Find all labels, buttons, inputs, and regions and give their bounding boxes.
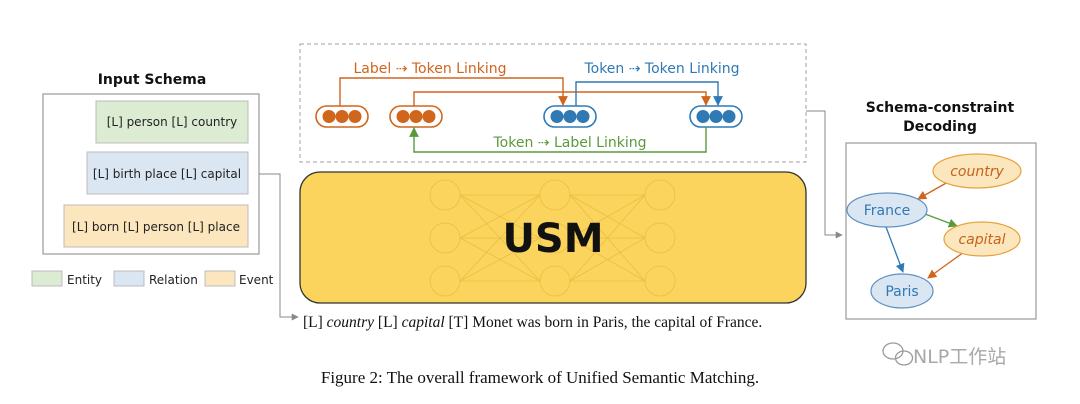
usm-model-name: USM (502, 216, 603, 262)
input-t-token: [T] (449, 314, 469, 331)
linking-panel (299, 43, 807, 163)
text-token-group-2 (689, 105, 743, 128)
decoding-title-line-2: Decoding (903, 119, 977, 135)
decoding-box (845, 142, 1037, 320)
panel-to-decoding-arrow (806, 110, 843, 239)
token-label-link-arrow (409, 127, 707, 153)
edge-country-france (917, 181, 949, 200)
schema-entity-label: [L] person [L] country (107, 115, 238, 129)
node-france-label: France (864, 203, 911, 219)
label-token-linking-text: Label ⇢ Token Linking (353, 61, 506, 77)
node-paris (870, 273, 934, 309)
label-token-link-arrow-2 (413, 91, 711, 106)
legend-event-label: Event (239, 273, 274, 287)
token-token-linking-text: Token ⇢ Token Linking (583, 61, 739, 77)
neural-net-watermark (429, 179, 676, 297)
text-token-group-1 (543, 105, 597, 128)
node-france (846, 192, 928, 228)
legend-relation-swatch (113, 270, 145, 287)
token-token-link-arrow (575, 81, 723, 106)
legend-entity-swatch (31, 270, 63, 287)
input-label-country: country (327, 314, 374, 331)
node-country-label: country (950, 164, 1004, 180)
decoding-title-line-1: Schema-constraint (866, 100, 1015, 116)
label-token-group-1 (315, 105, 369, 128)
node-country (932, 153, 1022, 189)
input-l-token-2: [L] (378, 314, 398, 331)
node-paris-label: Paris (885, 284, 918, 300)
watermark-text: NLP工作站 (913, 346, 1006, 368)
edge-capital-paris (927, 251, 965, 279)
schema-to-input-arrow (259, 173, 299, 321)
token-label-linking-text: Token ⇢ Label Linking (492, 135, 646, 151)
schema-event-box (63, 204, 249, 248)
input-schema-title: Input Schema (98, 72, 207, 88)
schema-entity-box (95, 100, 249, 144)
node-capital-label: capital (958, 232, 1005, 248)
label-token-group-2 (389, 105, 443, 128)
edge-france-paris (885, 226, 905, 273)
input-sentence: [L] country [L] capital [T] Monet was bo… (303, 314, 762, 331)
legend-entity-label: Entity (67, 273, 102, 287)
input-l-token-1: [L] (303, 314, 323, 331)
input-text-content: Monet was born in Paris, the capital of … (472, 314, 762, 331)
input-label-capital: capital (402, 314, 445, 331)
schema-relation-label: [L] birth place [L] capital (93, 167, 241, 181)
schema-event-label: [L] born [L] person [L] place (72, 220, 240, 234)
figure-caption: Figure 2: The overall framework of Unifi… (321, 368, 759, 387)
wechat-icon (882, 342, 914, 366)
usm-model-box (299, 171, 807, 304)
legend-relation-label: Relation (149, 273, 198, 287)
node-capital (943, 221, 1021, 257)
edge-france-capital (924, 213, 958, 228)
schema-relation-box (86, 151, 249, 195)
legend-event-swatch (204, 270, 236, 287)
